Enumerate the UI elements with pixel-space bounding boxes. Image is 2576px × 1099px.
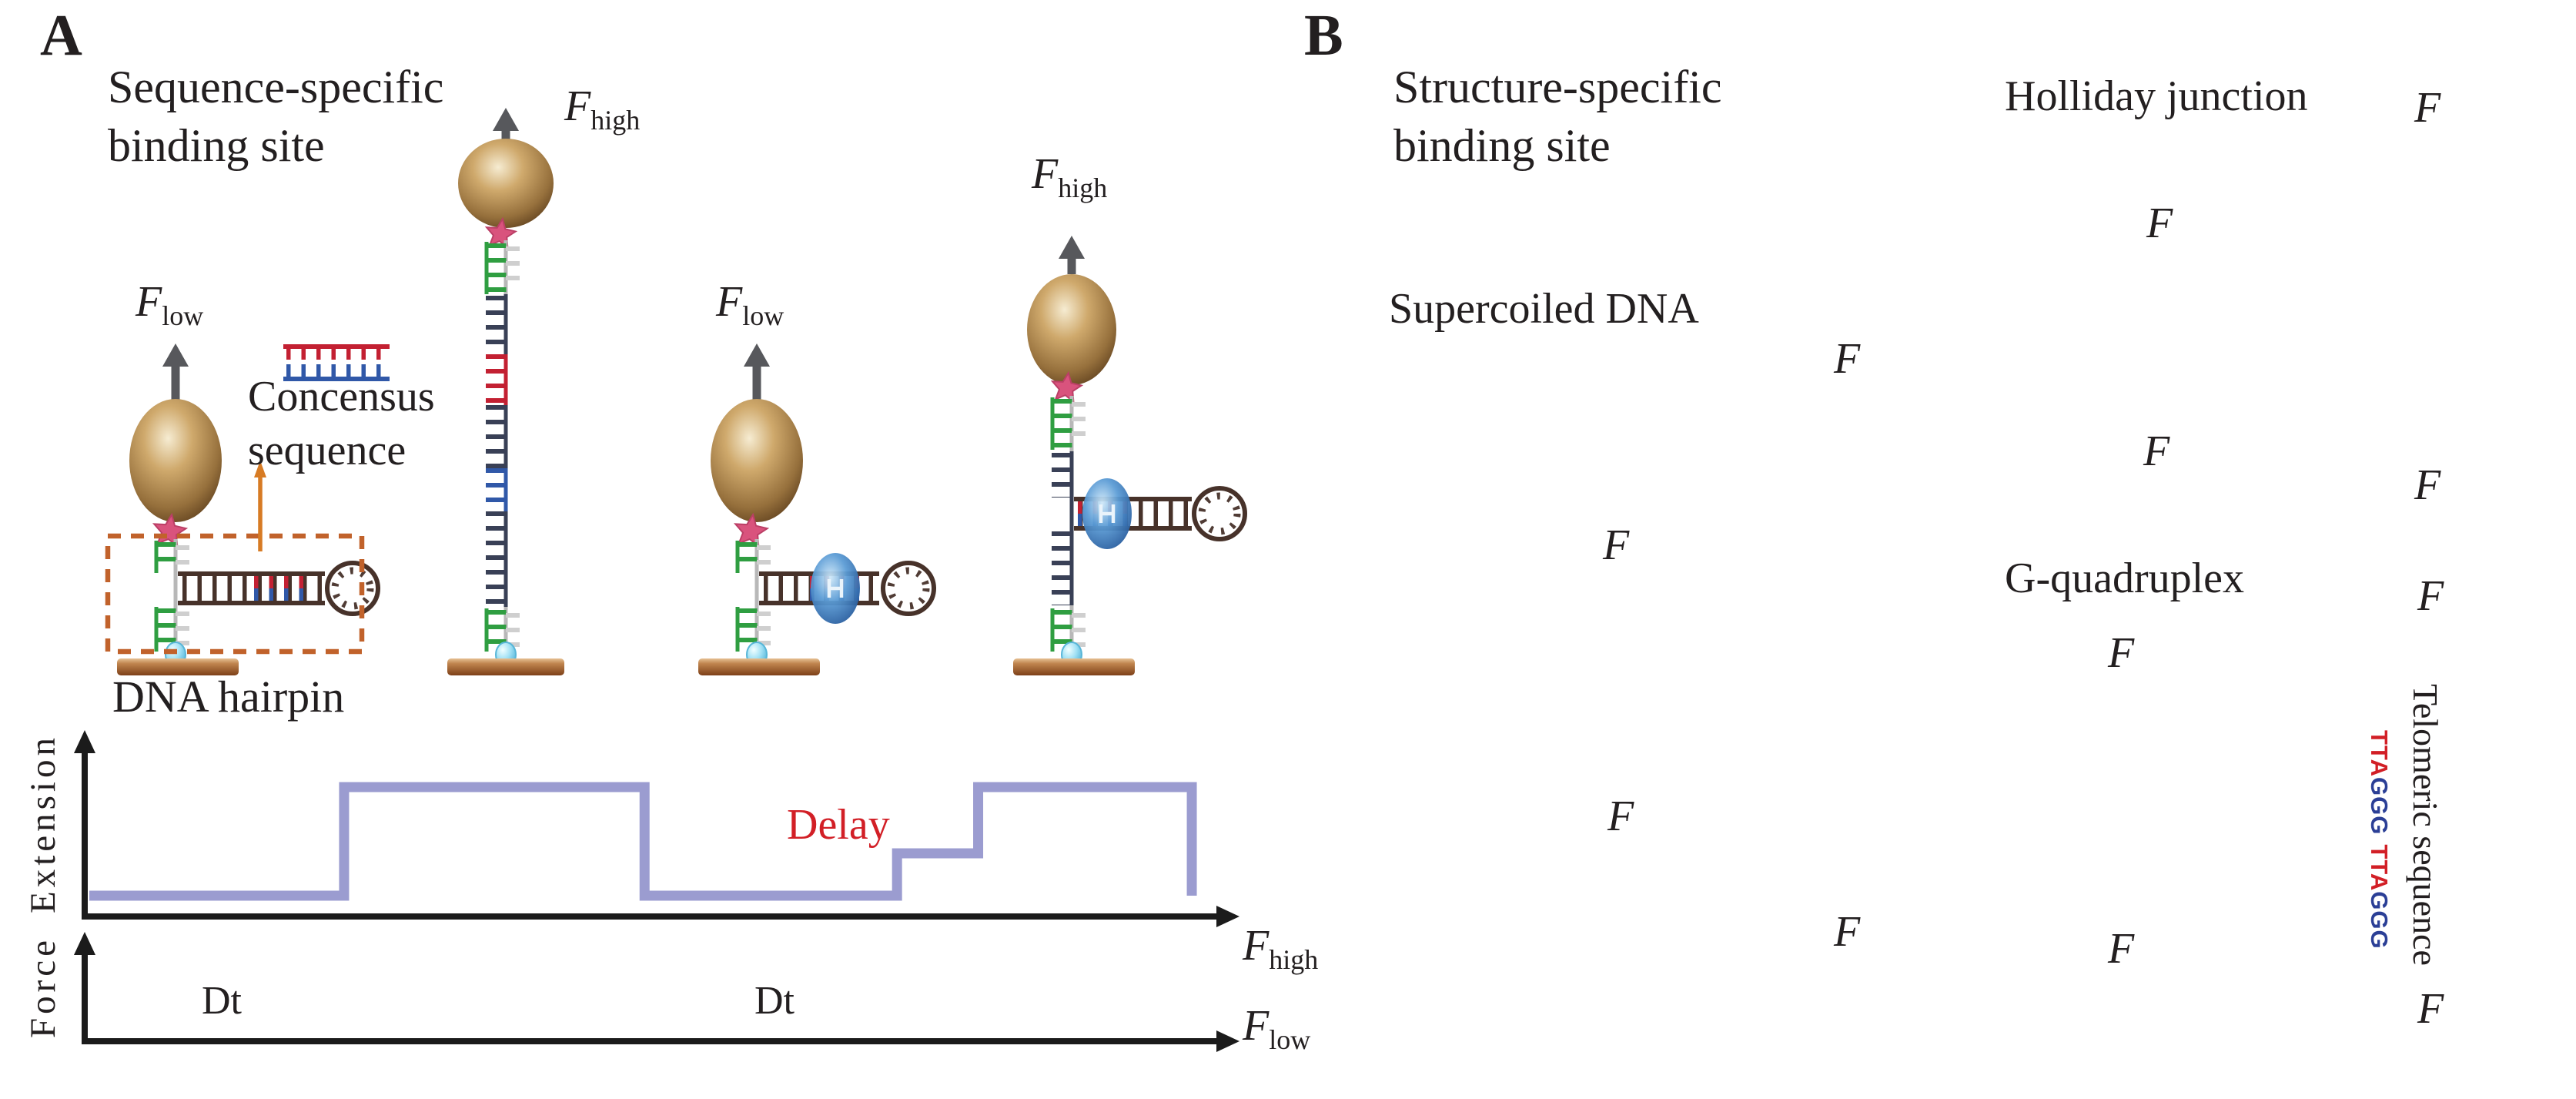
- dna-hairpin-construct-protein-bound-high-force: [1013, 236, 1247, 675]
- delay-label: Delay: [787, 801, 890, 849]
- dna-hairpin-construct-folded-low-force: [105, 343, 380, 675]
- f-label-holliday-right-top: F: [2414, 83, 2441, 132]
- f-label-supercoil-left-bottom: F: [1607, 792, 1634, 841]
- panel-b-title-line2: binding site: [1393, 120, 1611, 171]
- dt-label-1: Dt: [202, 979, 242, 1023]
- f-symbol: F: [135, 278, 162, 326]
- holliday-box-title: Holliday junction: [2005, 72, 2308, 120]
- consensus-label-line2: sequence: [248, 427, 406, 474]
- f-subscript: low: [1269, 1024, 1311, 1056]
- axis-arrowhead-icon: [74, 932, 95, 955]
- linker-star-icon: [1050, 370, 1084, 404]
- f-symbol: F: [1834, 908, 1861, 956]
- f-label-holliday-left-top: F: [2146, 199, 2173, 248]
- f-symbol: F: [2108, 925, 2135, 973]
- f-symbol: F: [2417, 985, 2444, 1033]
- extension-force-graphs: [74, 730, 1239, 1052]
- f-symbol: F: [2414, 84, 2441, 132]
- consensus-pointer-arrow-icon: [254, 461, 266, 477]
- magnetic-bead-icon: [129, 399, 222, 522]
- f-label-gquad-left-top: F: [2108, 628, 2134, 678]
- f-subscript: low: [162, 300, 204, 332]
- f-symbol: F: [1603, 521, 1630, 569]
- telomeric-sequence-label: Telomeric sequence: [2406, 684, 2445, 966]
- f-symbol: F: [1243, 1002, 1270, 1050]
- magnetic-bead-icon: [458, 139, 554, 228]
- f-label-supercoil-left-top: F: [1603, 521, 1629, 570]
- axis-arrowhead-icon: [1216, 1030, 1239, 1052]
- consensus-label-line1: Concensus: [248, 373, 435, 421]
- f-symbol: F: [2417, 572, 2444, 620]
- gquad-box-title: G-quadruplex: [2005, 555, 2245, 602]
- axis-arrowhead-icon: [74, 730, 95, 753]
- supercoiled-box-title: Supercoiled DNA: [1389, 285, 1699, 333]
- f-label-gquad-left-bottom: F: [2108, 924, 2134, 973]
- ggg-repeat: GGG: [2366, 776, 2393, 836]
- consensus-annotation: [254, 344, 390, 551]
- f-subscript: high: [590, 105, 641, 136]
- panel-b-title-line1: Structure-specific: [1393, 62, 1722, 112]
- dna-hairpin-construct-unfolded-high-force: [447, 108, 564, 675]
- linker-star-icon: [733, 512, 770, 548]
- panel-b-label: B: [1304, 3, 1343, 68]
- surface-base: [698, 658, 820, 675]
- f-symbol: F: [2143, 427, 2170, 475]
- linker-star-icon: [484, 216, 518, 250]
- ggg-repeat: GGG: [2366, 891, 2393, 950]
- surface-base: [1013, 658, 1135, 675]
- force-up-arrow-icon: [493, 108, 519, 131]
- f-label-holliday-left-bottom: F: [2143, 427, 2170, 476]
- f-subscript: high: [1269, 944, 1319, 976]
- f-subscript: low: [742, 300, 785, 332]
- extension-axis-label: Extension: [23, 734, 63, 913]
- force-axis-label: Force: [23, 936, 63, 1038]
- surface-base: [447, 658, 564, 675]
- force-low-label-3: Flow: [716, 277, 784, 332]
- f-label-gquad-right-bottom: F: [2417, 984, 2444, 1034]
- f-symbol: F: [2146, 199, 2173, 247]
- force-up-arrow-icon: [162, 343, 189, 367]
- telomeric-repeat-text: TTAGGGTTAGGG: [2366, 730, 2393, 950]
- panel-a-label: A: [40, 3, 82, 68]
- force-low-axis-label: Flow: [1243, 1001, 1310, 1056]
- f-symbol: F: [2414, 461, 2441, 509]
- dt-label-2: Dt: [754, 979, 795, 1023]
- f-symbol: F: [1834, 335, 1861, 383]
- force-high-label-4: Fhigh: [1032, 149, 1107, 204]
- tta-repeat: TTA: [2366, 730, 2393, 777]
- surface-base: [117, 658, 239, 675]
- panel-a-title-line2: binding site: [108, 120, 325, 171]
- force-up-arrow-icon: [1059, 236, 1085, 259]
- force-high-axis-label: Fhigh: [1243, 921, 1318, 976]
- tta-repeat: TTA: [2366, 844, 2393, 892]
- f-symbol: F: [564, 82, 591, 130]
- f-label-supercoil-right-bottom: F: [1834, 907, 1860, 957]
- force-high-label-2: Fhigh: [564, 82, 640, 136]
- force-up-arrow-icon: [744, 343, 770, 367]
- f-label-gquad-right-top: F: [2417, 571, 2444, 621]
- panel-a-title-line1: Sequence-specific: [108, 62, 444, 112]
- f-label-holliday-right-bottom: F: [2414, 461, 2441, 510]
- dna-hairpin-label: DNA hairpin: [112, 672, 345, 722]
- f-symbol: F: [2108, 629, 2135, 677]
- magnetic-bead-icon: [711, 399, 803, 522]
- magnetic-bead-icon: [1027, 274, 1116, 385]
- f-symbol: F: [1032, 150, 1059, 198]
- dna-hairpin-dashed-box: [105, 533, 365, 655]
- f-label-supercoil-right-top: F: [1834, 334, 1860, 384]
- f-symbol: F: [716, 278, 743, 326]
- f-subscript: high: [1058, 173, 1108, 204]
- f-symbol: F: [1243, 922, 1270, 970]
- force-low-label-1: Flow: [135, 277, 203, 332]
- extension-trace-shadow: [89, 782, 1197, 901]
- axis-arrowhead-icon: [1216, 906, 1239, 927]
- f-symbol: F: [1607, 792, 1634, 840]
- dna-hairpin-construct-protein-bound-low-force: [698, 343, 936, 675]
